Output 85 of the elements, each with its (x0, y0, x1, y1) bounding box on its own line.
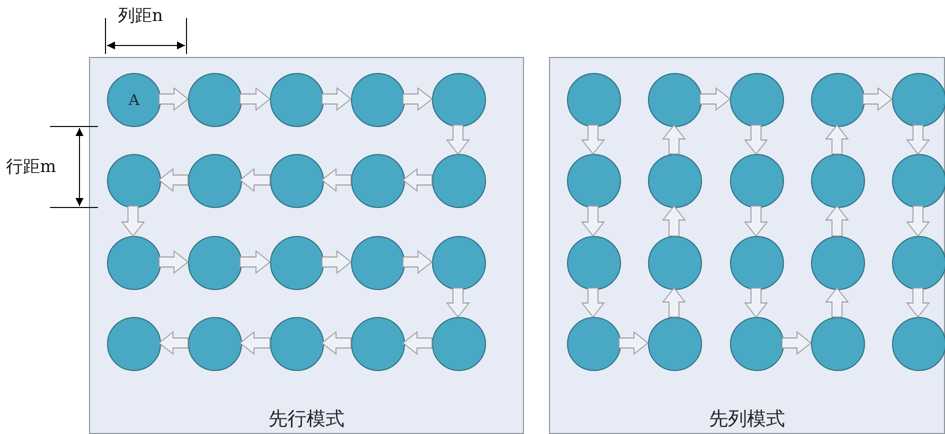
circle-node (432, 236, 486, 290)
circle-node (351, 236, 405, 290)
block-arrow (402, 250, 433, 274)
block-arrow (239, 331, 270, 355)
panel (549, 57, 945, 434)
circle-node (270, 317, 324, 371)
block-arrow (906, 124, 930, 155)
block-arrow (662, 124, 686, 154)
circle-node (892, 73, 945, 127)
block-arrow (744, 206, 768, 237)
block-arrow (581, 124, 605, 155)
block-arrow (906, 206, 930, 237)
block-arrow (158, 331, 188, 355)
circle-node (107, 73, 161, 127)
block-arrow (662, 205, 686, 236)
circle-node (188, 73, 242, 127)
circle-node (432, 317, 486, 371)
block-arrow (825, 287, 849, 318)
block-arrow (158, 87, 189, 111)
circle-node (188, 317, 242, 371)
block-arrow (446, 124, 470, 155)
block-arrow (158, 250, 189, 274)
circle-node (107, 236, 161, 290)
circle-node (351, 73, 405, 127)
block-arrow (239, 168, 270, 192)
block-arrow (744, 288, 768, 318)
circle-node (188, 154, 242, 208)
block-arrow (581, 206, 605, 237)
circle-node (648, 154, 702, 208)
block-arrow (862, 87, 893, 111)
circle-node (811, 317, 865, 371)
panel-title: 先行模式 (268, 407, 344, 432)
dimension-label: 行距m (6, 156, 56, 178)
circle-node (567, 154, 621, 208)
circle-node (730, 317, 784, 371)
panel (89, 57, 524, 434)
circle-node (648, 236, 702, 290)
block-arrow (121, 206, 145, 237)
block-arrow (322, 87, 352, 111)
block-arrow (744, 124, 768, 155)
circle-node (567, 73, 621, 127)
block-arrow (158, 168, 188, 192)
circle-node (270, 73, 324, 127)
node-label: A (128, 91, 140, 109)
circle-node (188, 236, 242, 290)
circle-node (811, 73, 865, 127)
circle-node (432, 73, 486, 127)
block-arrow (782, 331, 812, 355)
block-arrow (240, 250, 271, 274)
circle-node (892, 317, 945, 371)
dimension-label: 列距n (118, 5, 163, 27)
block-arrow (446, 288, 470, 318)
circle-node (811, 154, 865, 208)
circle-node (567, 317, 621, 371)
circle-node (567, 236, 621, 290)
block-arrow (321, 168, 352, 192)
block-arrow (321, 331, 352, 355)
block-arrow (825, 124, 849, 154)
circle-node (432, 154, 486, 208)
circle-node (107, 154, 161, 208)
circle-node (730, 154, 784, 208)
block-arrow (825, 205, 849, 236)
circle-node (270, 236, 324, 290)
block-arrow (581, 288, 605, 318)
circle-node (811, 236, 865, 290)
circle-node (351, 317, 405, 371)
circle-node (648, 317, 702, 371)
block-arrow (906, 288, 930, 318)
block-arrow (240, 87, 271, 111)
block-arrow (402, 168, 432, 192)
block-arrow (402, 87, 433, 111)
circle-node (351, 154, 405, 208)
block-arrow (618, 331, 649, 355)
block-arrow (322, 250, 352, 274)
circle-node (730, 73, 784, 127)
circle-node (892, 154, 945, 208)
block-arrow (700, 87, 731, 111)
block-arrow (662, 287, 686, 318)
block-arrow (402, 331, 432, 355)
circle-node (730, 236, 784, 290)
circle-node (270, 154, 324, 208)
circle-node (107, 317, 161, 371)
panel-title: 先列模式 (709, 407, 785, 432)
circle-node (892, 236, 945, 290)
circle-node (648, 73, 702, 127)
